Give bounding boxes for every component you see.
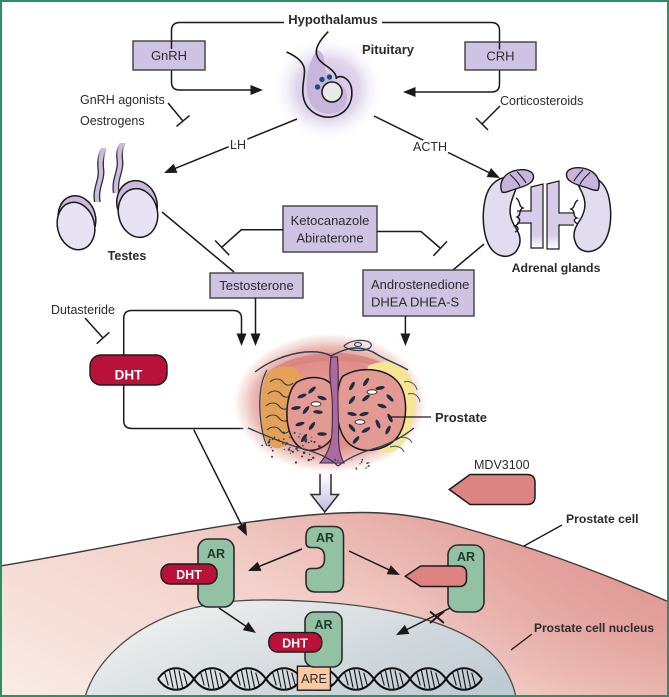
svg-text:Prostate cell: Prostate cell — [566, 512, 638, 526]
svg-text:LH: LH — [230, 138, 246, 152]
svg-text:Testes: Testes — [108, 249, 147, 263]
svg-text:AR: AR — [457, 550, 475, 564]
svg-text:AR: AR — [207, 547, 225, 561]
svg-text:Prostate: Prostate — [435, 410, 487, 425]
svg-text:DHT: DHT — [282, 637, 308, 651]
svg-text:MDV3100: MDV3100 — [474, 458, 530, 472]
svg-text:Abiraterone: Abiraterone — [296, 230, 363, 245]
svg-text:Oestrogens: Oestrogens — [80, 114, 145, 128]
svg-text:ACTH: ACTH — [413, 140, 447, 154]
svg-text:AR: AR — [316, 531, 334, 545]
svg-text:Corticosteroids: Corticosteroids — [500, 94, 583, 108]
svg-text:Testosterone: Testosterone — [219, 278, 293, 293]
svg-text:Androstenedione: Androstenedione — [371, 277, 469, 292]
svg-text:DHT: DHT — [176, 568, 202, 582]
svg-text:Adrenal glands: Adrenal glands — [512, 261, 601, 275]
svg-text:Ketocanazole: Ketocanazole — [291, 213, 370, 228]
svg-text:Pituitary: Pituitary — [362, 42, 415, 57]
svg-text:AR: AR — [314, 618, 332, 632]
svg-text:Prostate cell nucleus: Prostate cell nucleus — [534, 621, 654, 635]
svg-text:Dutasteride: Dutasteride — [51, 303, 115, 317]
svg-text:ARE: ARE — [301, 672, 327, 686]
svg-text:GnRH: GnRH — [151, 48, 187, 63]
svg-text:GnRH agonists: GnRH agonists — [80, 93, 165, 107]
svg-text:CRH: CRH — [486, 49, 514, 64]
svg-text:DHEA DHEA-S: DHEA DHEA-S — [371, 294, 459, 309]
svg-text:Hypothalamus: Hypothalamus — [288, 12, 378, 27]
svg-text:DHT: DHT — [115, 368, 143, 383]
